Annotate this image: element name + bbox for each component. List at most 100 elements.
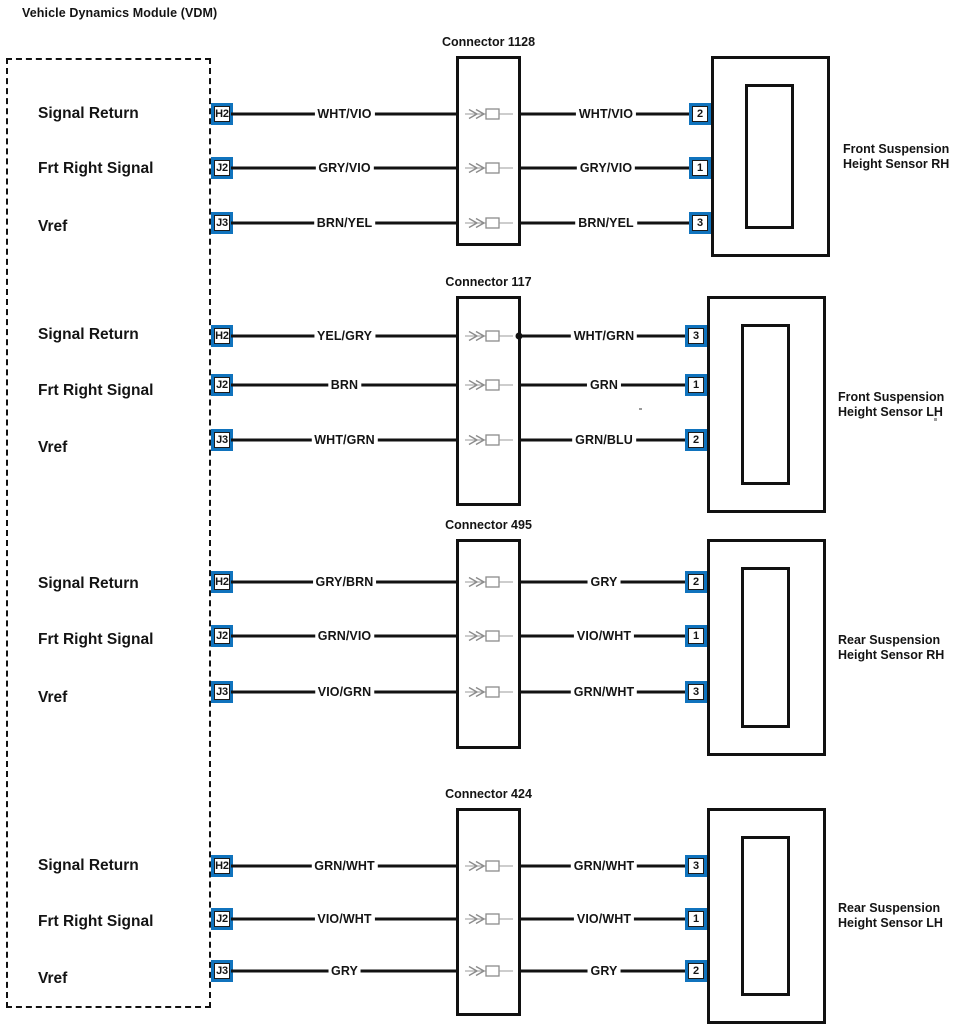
- sensor-element: [745, 84, 794, 229]
- connector-terminal-icon: [464, 964, 513, 978]
- pin-label: H2: [214, 106, 230, 122]
- pin-label: 1: [688, 628, 704, 644]
- sensor-pin-2[interactable]: 2: [689, 103, 711, 125]
- connector-terminal-icon: [464, 629, 513, 643]
- module-pin-h2[interactable]: H2: [211, 103, 233, 125]
- pin-function-label: Frt Right Signal: [38, 382, 154, 399]
- module-pin-h2[interactable]: H2: [211, 855, 233, 877]
- connector-title: Connector 424: [445, 787, 532, 801]
- sensor-name: Front Suspension Height Sensor RH: [843, 141, 950, 171]
- pin-label: J2: [214, 628, 230, 644]
- wire-color-label-right: GRN/WHT: [570, 685, 638, 699]
- module-pin-j2[interactable]: J2: [211, 157, 233, 179]
- connector-terminal-icon: [464, 912, 513, 926]
- sensor-element: [741, 324, 790, 485]
- connector-body: [456, 808, 521, 1016]
- sensor-pin-3[interactable]: 3: [685, 855, 707, 877]
- module-pin-j2[interactable]: J2: [211, 625, 233, 647]
- wire-color-label-right: GRY: [587, 575, 621, 589]
- connector-body: [456, 56, 521, 246]
- wire-color-label-left: GRY/BRN: [312, 575, 377, 589]
- wire-color-label-left: BRN: [327, 378, 362, 392]
- wire-color-label-right: GRN/WHT: [570, 859, 638, 873]
- sensor-pin-3[interactable]: 3: [689, 212, 711, 234]
- connector-terminal-icon: [464, 161, 513, 175]
- sensor-name: Front Suspension Height Sensor LH: [838, 389, 945, 419]
- pin-label: J2: [214, 911, 230, 927]
- pin-label: 1: [692, 160, 708, 176]
- pin-function-label: Signal Return: [38, 857, 139, 874]
- wire-color-label-right: GRY: [587, 964, 621, 978]
- sensor-pin-1[interactable]: 1: [685, 625, 707, 647]
- pin-label: 2: [688, 963, 704, 979]
- module-pin-j2[interactable]: J2: [211, 908, 233, 930]
- connector-title: Connector 495: [445, 518, 532, 532]
- wire-color-label-left: VIO/GRN: [314, 685, 375, 699]
- sensor-name: Rear Suspension Height Sensor LH: [838, 901, 943, 930]
- pin-label: J3: [214, 684, 230, 700]
- sensor-pin-1[interactable]: 1: [685, 908, 707, 930]
- sensor-pin-3[interactable]: 3: [685, 681, 707, 703]
- pin-label: H2: [214, 574, 230, 590]
- pin-function-label: Frt Right Signal: [38, 160, 154, 177]
- sensor-pin-2[interactable]: 2: [685, 960, 707, 982]
- connector-terminal-icon: [464, 107, 513, 121]
- sensor-pin-2[interactable]: 2: [685, 429, 707, 451]
- pin-label: 3: [688, 328, 704, 344]
- module-pin-j3[interactable]: J3: [211, 429, 233, 451]
- connector-terminal-icon: [464, 859, 513, 873]
- wire-color-label-left: BRN/YEL: [313, 216, 376, 230]
- connector-title: Connector 1128: [441, 35, 536, 49]
- pin-function-label: Signal Return: [38, 326, 139, 343]
- sensor-pin-3[interactable]: 3: [685, 325, 707, 347]
- wire-color-label-right: GRN: [586, 378, 622, 392]
- pin-function-label: Signal Return: [38, 105, 139, 122]
- sensor-element: [741, 836, 790, 996]
- connector-body: [456, 539, 521, 749]
- vdm-module-title: Vehicle Dynamics Module (VDM): [22, 6, 218, 20]
- wire-color-label-left: GRY: [328, 964, 361, 978]
- module-pin-h2[interactable]: H2: [211, 325, 233, 347]
- connector-terminal-icon: [464, 575, 513, 589]
- wire-color-label-left: GRN/VIO: [314, 629, 375, 643]
- pin-label: J2: [214, 160, 230, 176]
- pin-label: H2: [214, 858, 230, 874]
- sensor-pin-2[interactable]: 2: [685, 571, 707, 593]
- connector-terminal-icon: [464, 216, 513, 230]
- pin-function-label: Frt Right Signal: [38, 913, 154, 930]
- wire-color-label-right: VIO/WHT: [573, 629, 635, 643]
- wire-junction-dot: [515, 332, 523, 340]
- sensor-element: [741, 567, 790, 728]
- scan-speck: [639, 408, 642, 410]
- wire-color-label-left: WHT/VIO: [314, 107, 375, 121]
- pin-function-label: Vref: [38, 218, 68, 235]
- sensor-pin-1[interactable]: 1: [689, 157, 711, 179]
- pin-label: J2: [214, 377, 230, 393]
- module-pin-j3[interactable]: J3: [211, 681, 233, 703]
- pin-function-label: Vref: [38, 970, 68, 987]
- module-pin-j3[interactable]: J3: [211, 960, 233, 982]
- connector-terminal-icon: [464, 433, 513, 447]
- wire-color-label-right: VIO/WHT: [573, 912, 635, 926]
- wire-color-label-right: WHT/GRN: [570, 329, 638, 343]
- wire-color-label-right: GRN/BLU: [572, 433, 636, 447]
- wire-color-label-left: VIO/WHT: [314, 912, 375, 926]
- connector-body: [456, 296, 521, 506]
- module-pin-h2[interactable]: H2: [211, 571, 233, 593]
- pin-function-label: Signal Return: [38, 575, 139, 592]
- pin-label: 1: [688, 911, 704, 927]
- pin-label: 1: [688, 377, 704, 393]
- wire-color-label-left: GRN/WHT: [311, 859, 378, 873]
- pin-label: H2: [214, 328, 230, 344]
- scan-speck: [934, 418, 937, 421]
- connector-terminal-icon: [464, 329, 513, 343]
- module-pin-j3[interactable]: J3: [211, 212, 233, 234]
- sensor-name: Rear Suspension Height Sensor RH: [838, 632, 945, 662]
- sensor-pin-1[interactable]: 1: [685, 374, 707, 396]
- connector-title: Connector 117: [445, 275, 532, 289]
- wire-color-label-right: GRY/VIO: [576, 161, 636, 175]
- pin-function-label: Frt Right Signal: [38, 631, 154, 648]
- connector-terminal-icon: [464, 378, 513, 392]
- module-pin-j2[interactable]: J2: [211, 374, 233, 396]
